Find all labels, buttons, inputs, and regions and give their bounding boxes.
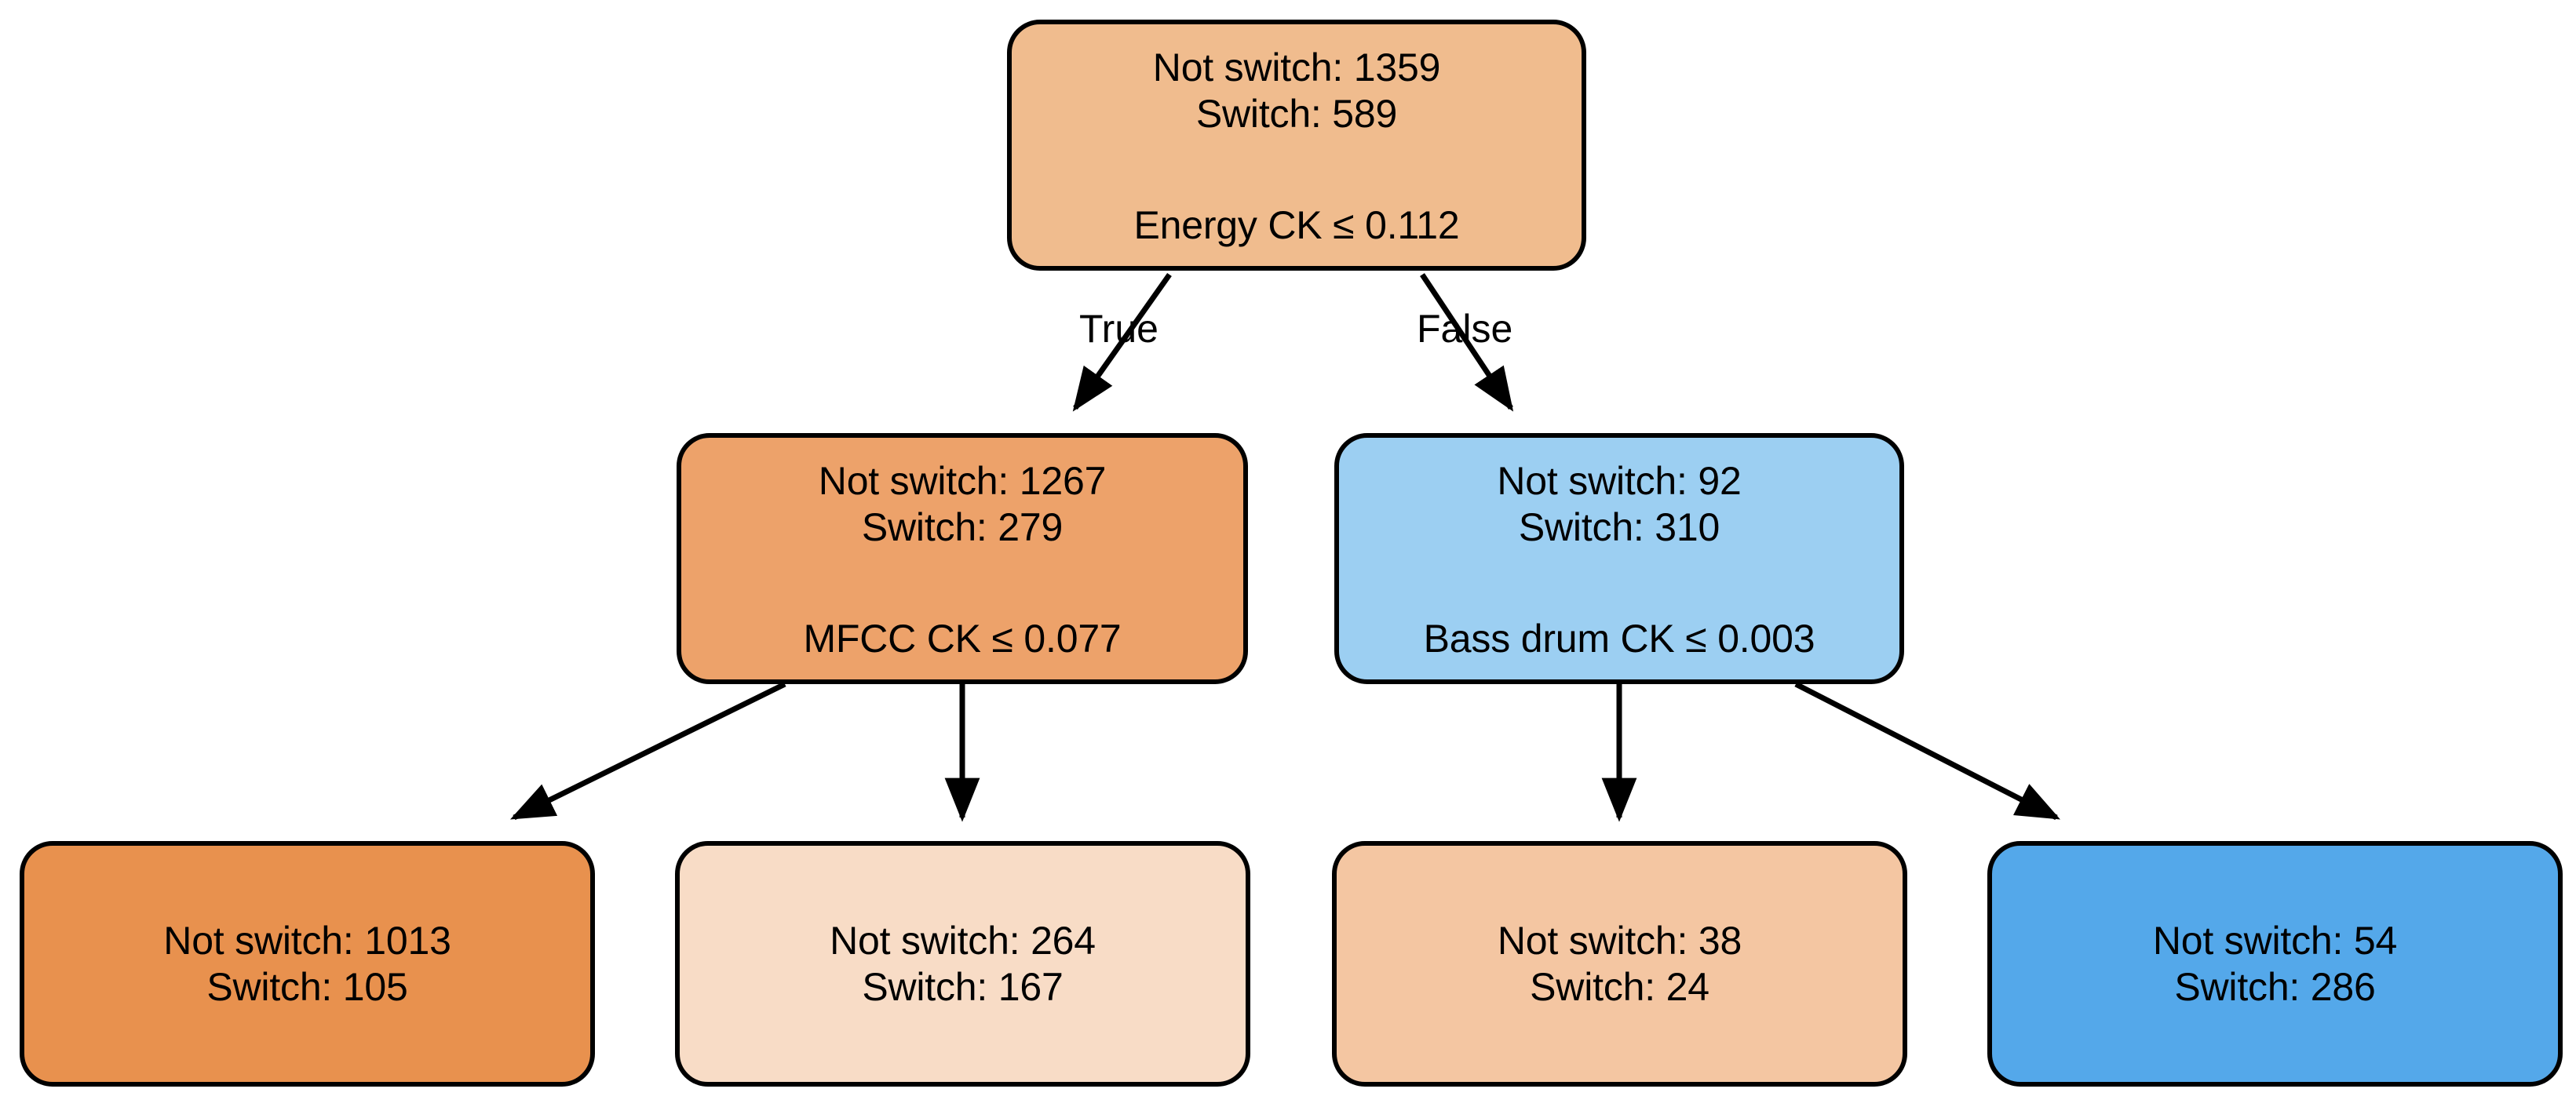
mid-left-switch-count: Switch: 279 xyxy=(861,505,1064,549)
root-not-switch-count: Not switch: 1359 xyxy=(1152,46,1441,89)
mid-right-switch-count: Switch: 310 xyxy=(1518,505,1720,549)
leaf-1-switch-count: Switch: 105 xyxy=(206,964,408,1009)
edge-label-true: True xyxy=(1079,307,1158,351)
mid-right-counts: Not switch: 92 Switch: 310 xyxy=(1497,458,1741,551)
mid-left-counts: Not switch: 1267 Switch: 279 xyxy=(818,458,1107,551)
tree-node-leaf-1[interactable]: Not switch: 1013 Switch: 105 xyxy=(20,841,595,1087)
root-counts: Not switch: 1359 Switch: 589 xyxy=(1152,45,1441,137)
tree-node-leaf-2[interactable]: Not switch: 264 Switch: 167 xyxy=(675,841,1250,1087)
leaf-2-not-switch-count: Not switch: 264 xyxy=(830,918,1096,963)
mid-left-split-rule: MFCC CK ≤ 0.077 xyxy=(803,617,1122,661)
leaf-1-counts: Not switch: 1013 Switch: 105 xyxy=(163,918,451,1011)
edge-mid-right-to-leaf-4 xyxy=(1794,681,2060,821)
tree-node-root[interactable]: Not switch: 1359 Switch: 589 Energy CK ≤… xyxy=(1007,20,1586,271)
leaf-2-switch-count: Switch: 167 xyxy=(862,964,1064,1009)
leaf-3-counts: Not switch: 38 Switch: 24 xyxy=(1498,918,1742,1011)
leaf-1-not-switch-count: Not switch: 1013 xyxy=(163,918,451,963)
root-split-rule: Energy CK ≤ 0.112 xyxy=(1133,203,1460,247)
leaf-4-not-switch-count: Not switch: 54 xyxy=(2152,918,2398,963)
leaf-4-counts: Not switch: 54 Switch: 286 xyxy=(2153,918,2397,1011)
leaf-4-switch-count: Switch: 286 xyxy=(2174,964,2376,1009)
mid-right-not-switch-count: Not switch: 92 xyxy=(1497,459,1742,503)
leaf-2-counts: Not switch: 264 Switch: 167 xyxy=(830,918,1096,1011)
leaf-3-switch-count: Switch: 24 xyxy=(1530,964,1709,1009)
edge-mid-left-to-leaf-1 xyxy=(509,681,786,821)
tree-node-mid-right[interactable]: Not switch: 92 Switch: 310 Bass drum CK … xyxy=(1334,433,1904,684)
mid-right-split-rule: Bass drum CK ≤ 0.003 xyxy=(1423,617,1815,661)
mid-left-not-switch-count: Not switch: 1267 xyxy=(818,459,1107,503)
tree-node-mid-left[interactable]: Not switch: 1267 Switch: 279 MFCC CK ≤ 0… xyxy=(677,433,1248,684)
root-switch-count: Switch: 589 xyxy=(1195,92,1398,136)
tree-node-leaf-4[interactable]: Not switch: 54 Switch: 286 xyxy=(1987,841,2563,1087)
edge-label-false: False xyxy=(1417,307,1513,351)
tree-node-leaf-3[interactable]: Not switch: 38 Switch: 24 xyxy=(1332,841,1907,1087)
leaf-3-not-switch-count: Not switch: 38 xyxy=(1497,918,1742,963)
